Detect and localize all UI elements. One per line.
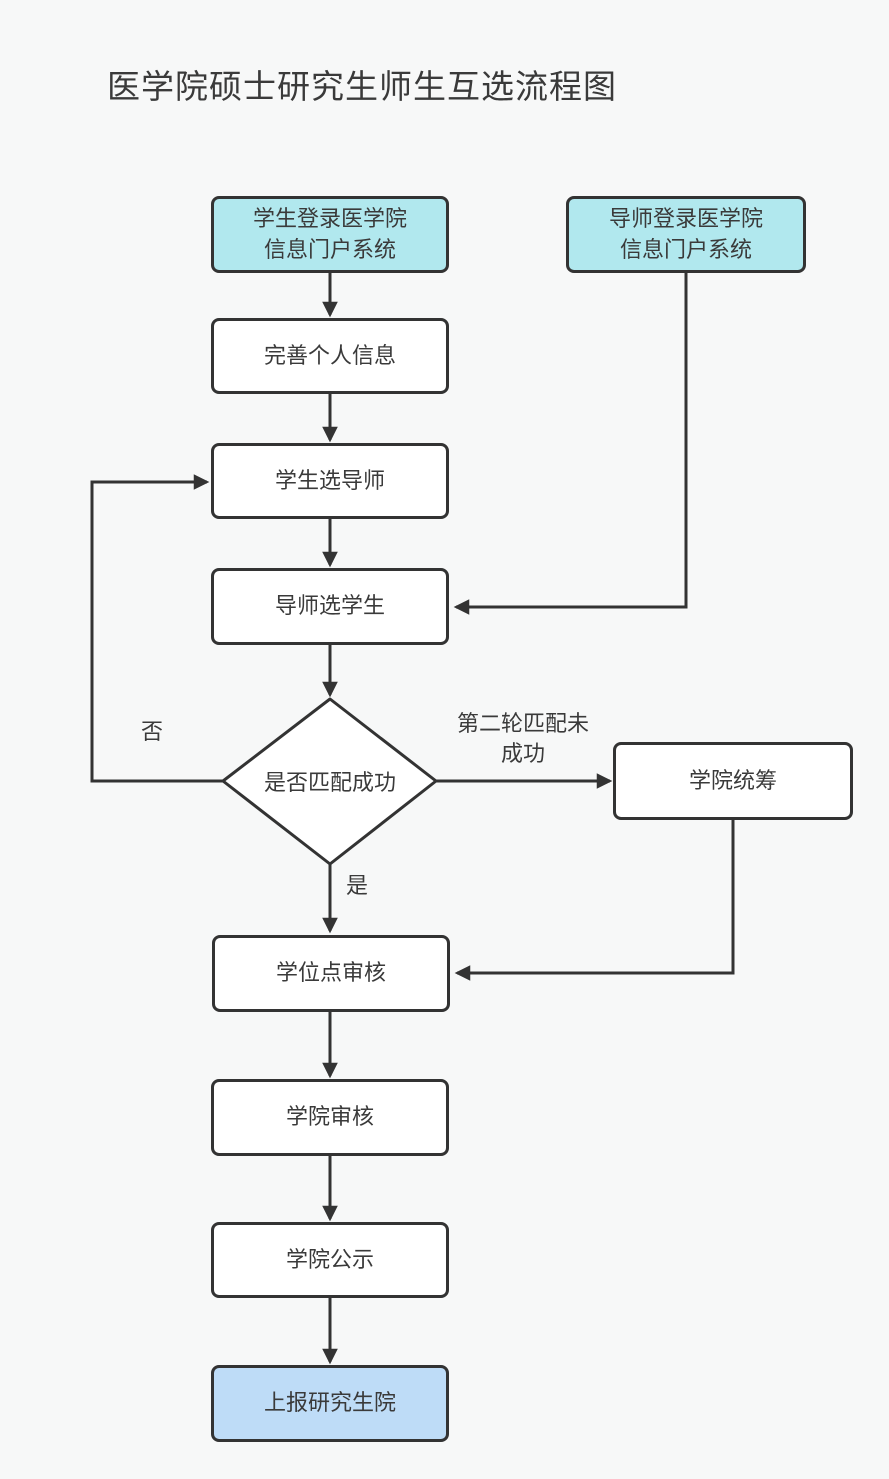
edge-label-no: 否 xyxy=(140,719,163,744)
edge-label-yes: 是 xyxy=(345,873,368,898)
node-college-publicity: 学院公示 xyxy=(211,1222,449,1298)
node-match-decision-label: 是否匹配成功 xyxy=(263,770,396,795)
node-college-coordination: 学院统筹 xyxy=(613,742,853,820)
node-student-selects-supervisor: 学生选导师 xyxy=(211,443,449,519)
node-report-to-graduate-school: 上报研究生院 xyxy=(211,1365,449,1442)
diagram-title: 医学院硕士研究生师生互选流程图 xyxy=(107,68,617,105)
node-degree-point-review: 学位点审核 xyxy=(212,935,450,1012)
node-supervisor-login: 导师登录医学院 信息门户系统 xyxy=(566,196,806,273)
arrow-supervisor-login-to-supervisor-select xyxy=(453,273,688,615)
arrow-college-coordination-to-degree-review xyxy=(454,820,735,981)
node-supervisor-selects-student: 导师选学生 xyxy=(211,568,449,645)
node-student-login: 学生登录医学院 信息门户系统 xyxy=(211,196,449,273)
node-college-review: 学院审核 xyxy=(211,1079,449,1156)
edge-label-second-round-fail: 第二轮匹配未 成功 xyxy=(456,711,589,766)
node-complete-personal-info: 完善个人信息 xyxy=(211,318,449,394)
